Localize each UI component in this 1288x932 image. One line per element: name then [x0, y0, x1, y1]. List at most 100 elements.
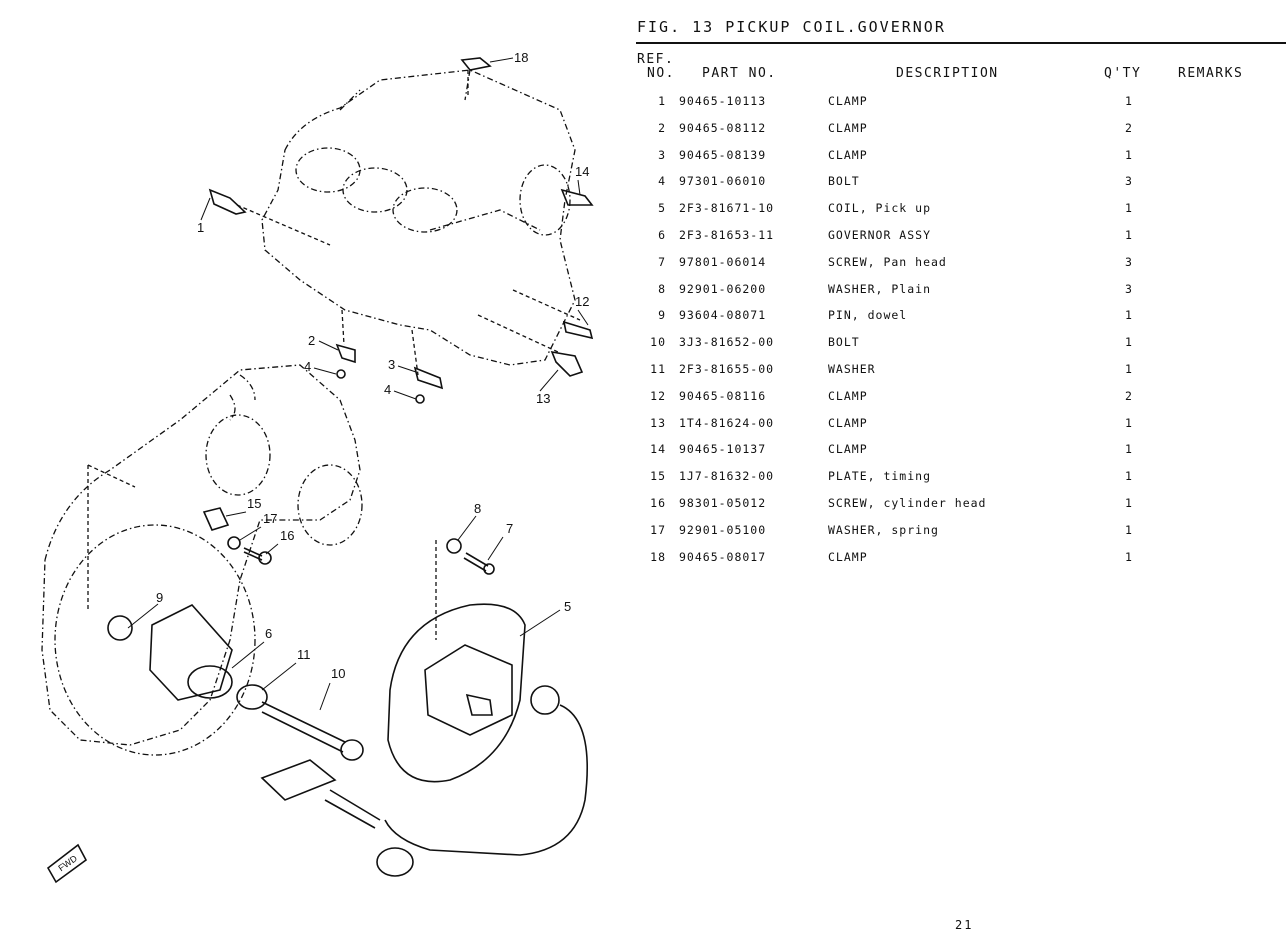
description: CLAMP: [828, 120, 868, 135]
figure-title: FIG. 13 PICKUP COIL.GOVERNOR: [637, 18, 946, 36]
header-remarks: REMARKS: [1178, 66, 1244, 81]
description: CLAMP: [828, 147, 868, 162]
part-no: 2F3-81655-00: [679, 361, 775, 376]
part-no: 90465-08017: [679, 549, 767, 564]
description: CLAMP: [828, 94, 868, 108]
spring-washer-17: [227, 536, 241, 550]
clamp-14: [560, 188, 594, 206]
qty: 1: [1125, 201, 1133, 216]
ref-no: 6: [658, 227, 666, 242]
callout-4b: 4: [384, 382, 391, 397]
header-description: DESCRIPTION: [896, 66, 999, 81]
timing-plate-15: [202, 507, 230, 531]
description: CLAMP: [828, 442, 868, 457]
callout-8: 8: [474, 501, 481, 516]
clamp-18: [460, 57, 492, 71]
qty: 1: [1125, 94, 1133, 108]
description: SCREW, Pan head: [828, 254, 947, 269]
bolt-4b: [415, 394, 425, 404]
callout-5: 5: [564, 599, 571, 614]
ref-no: 11: [650, 361, 666, 376]
description: CLAMP: [828, 415, 868, 430]
ref-no: 9: [658, 308, 666, 323]
part-no: 97801-06014: [679, 254, 767, 269]
part-no: 3J3-81652-00: [679, 335, 775, 350]
ref-no: 10: [650, 335, 666, 350]
ref-no: 2: [658, 120, 666, 135]
description: SCREW, cylinder head: [828, 495, 987, 510]
clamp-3: [413, 366, 444, 390]
header-part-no: PART NO.: [702, 66, 777, 81]
qty: 3: [1125, 281, 1133, 296]
ref-no: 15: [650, 469, 666, 484]
qty: 1: [1125, 442, 1133, 457]
pan-screw-7: [463, 552, 489, 572]
dowel-pin-9: [107, 615, 133, 641]
callout-14: 14: [575, 164, 589, 179]
qty: 1: [1125, 522, 1133, 537]
description: PIN, dowel: [828, 308, 908, 323]
ref-no: 3: [658, 147, 666, 162]
header-ref-line1: REF.: [637, 52, 675, 67]
description: CLAMP: [828, 549, 868, 564]
qty: 1: [1125, 495, 1133, 510]
table-row: 3 90465-08139 CLAMP 1: [636, 142, 1286, 169]
qty: 1: [1125, 549, 1133, 564]
description: PLATE, timing: [828, 469, 932, 484]
plain-washer-8: [446, 538, 462, 554]
description: COIL, Pick up: [828, 201, 932, 216]
fwd-label: FWD: [56, 853, 79, 873]
table-row: 18 90465-08017 CLAMP 1: [636, 544, 1286, 571]
qty: 1: [1125, 415, 1133, 430]
callout-17: 17: [263, 511, 277, 526]
part-no: 90465-08139: [679, 147, 767, 162]
qty: 1: [1125, 308, 1133, 323]
qty: 1: [1125, 469, 1133, 484]
clamp-1: [208, 188, 247, 215]
bolt-4a: [336, 369, 346, 379]
callout-10: 10: [331, 666, 345, 681]
callout-4a: 4: [304, 359, 311, 374]
qty: 1: [1125, 147, 1133, 162]
callout-6: 6: [265, 626, 272, 641]
callout-9: 9: [156, 590, 163, 605]
header-qty: Q'TY: [1104, 66, 1142, 81]
bolt-10: [261, 701, 346, 753]
callout-12: 12: [575, 294, 589, 309]
callout-1: 1: [197, 220, 204, 235]
callout-3: 3: [388, 357, 395, 372]
callout-16: 16: [280, 528, 294, 543]
clamp-13: [550, 350, 584, 377]
engine-block-drawing: [41, 69, 581, 756]
part-no: 90465-08112: [679, 120, 767, 135]
ref-no: 1: [658, 94, 666, 108]
exploded-parts-diagram: FWD 1 2 3 4 4 5 6 7 8 9 10 11 12 13 14 1…: [41, 50, 594, 884]
ref-no: 18: [650, 549, 666, 564]
ref-no: 14: [650, 442, 666, 457]
pickup-coil-body: [424, 644, 513, 736]
clamp-2: [335, 343, 356, 364]
ref-no: 17: [650, 522, 666, 537]
callout-2: 2: [308, 333, 315, 348]
part-no: 90465-08116: [679, 388, 767, 403]
connector: [260, 759, 337, 801]
ref-no: 13: [650, 415, 666, 430]
ref-no: 8: [658, 281, 666, 296]
fwd-arrow-icon: FWD: [46, 843, 88, 884]
part-no: 2F3-81653-11: [679, 227, 775, 242]
page-number: 21: [955, 918, 974, 932]
description: CLAMP: [828, 388, 868, 403]
callout-leaders: [127, 57, 589, 711]
